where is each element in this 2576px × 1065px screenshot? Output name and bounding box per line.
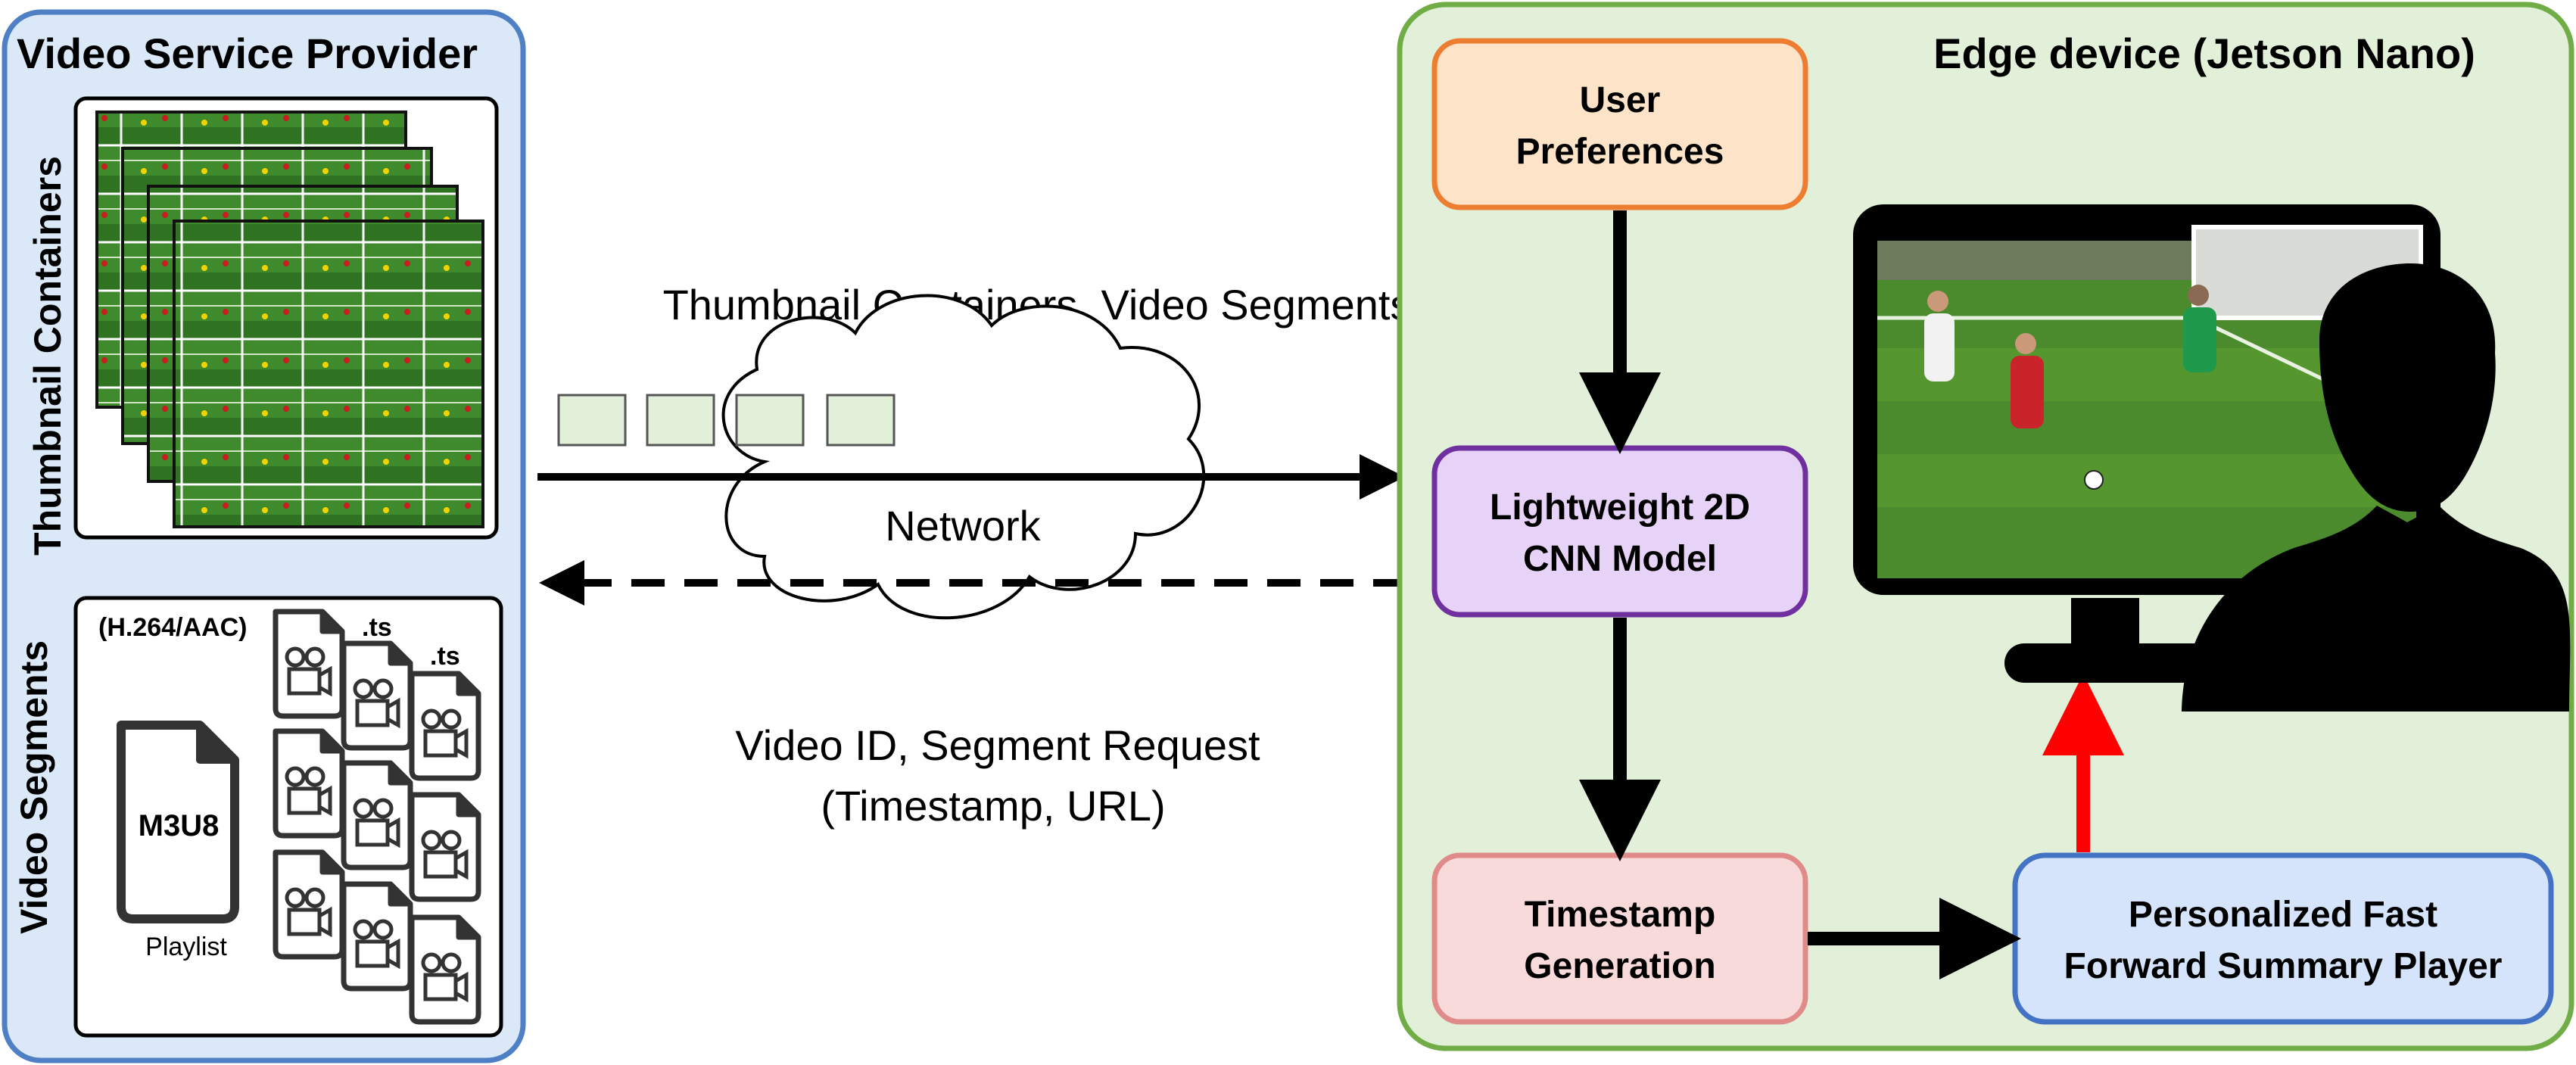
data-packets: [557, 394, 896, 447]
cnn-model-box: [1431, 445, 1808, 618]
request-label-line1: Video ID, Segment Request: [735, 721, 1260, 769]
thumbnail-sheet: [173, 220, 484, 528]
player-red-head: [2015, 333, 2036, 354]
thumbnail-containers-side-label: Thumbnail Containers: [26, 156, 69, 556]
video-file-icon: [412, 795, 478, 899]
goalkeeper-head: [2188, 285, 2209, 306]
cnn-model-label-line1: Lightweight 2D: [1490, 487, 1750, 528]
player-white-head: [1927, 291, 1948, 312]
playlist-caption: Playlist: [145, 933, 227, 961]
thumbnail-stack: [95, 111, 484, 528]
network-label: Network: [885, 502, 1041, 550]
request-label-line2: (Timestamp, URL): [821, 782, 1165, 830]
video-file-icon: [412, 917, 478, 1022]
video-file-icon: [276, 612, 342, 716]
user-preferences-label-line2: Preferences: [1516, 132, 1724, 172]
monitor-stand-neck: [2071, 598, 2139, 651]
video-file-icon: [344, 643, 410, 748]
timestamp-generation-box: [1431, 852, 1808, 1025]
video-file-icon: [412, 674, 478, 778]
soccer-frame-image: [1877, 225, 2423, 578]
viewer-body: [2182, 506, 2571, 712]
video-file-icon: [344, 884, 410, 989]
viewer-head: [2319, 263, 2496, 512]
m3u8-label: M3U8: [139, 809, 220, 842]
user-preferences-label-line1: User: [1580, 80, 1661, 120]
video-file-icon: [344, 763, 410, 867]
timestamp-generation-label-line2: Generation: [1524, 946, 1715, 986]
video-file-icon: [276, 852, 342, 957]
summary-player-label-line2: Forward Summary Player: [2064, 946, 2503, 986]
pitch-stripe: [1877, 454, 2416, 507]
video-segments-side-label: Video Segments: [13, 640, 55, 934]
video-service-provider-title: Video Service Provider: [17, 30, 478, 77]
player-red: [2011, 356, 2044, 428]
ball: [2084, 470, 2104, 490]
ts-label-1: .ts: [362, 613, 392, 642]
data-packet: [735, 394, 805, 447]
data-packet: [557, 394, 627, 447]
timestamp-generation-label-line1: Timestamp: [1525, 895, 1716, 935]
m3u8-playlist-icon: [117, 721, 239, 923]
video-file-icon: [276, 731, 342, 836]
ts-label-2: .ts: [430, 642, 460, 671]
goalkeeper: [2183, 307, 2216, 372]
cnn-model-label-line2: CNN Model: [1523, 539, 1717, 579]
data-packet: [646, 394, 715, 447]
viewer-silhouette-icon: [2182, 263, 2571, 712]
network-cloud: [721, 294, 1206, 620]
codec-label: (H.264/AAC): [98, 613, 247, 642]
summary-player-box: [2012, 852, 2554, 1025]
player-white: [1924, 313, 1955, 381]
summary-player-label-line1: Personalized Fast: [2129, 895, 2437, 935]
data-packet: [826, 394, 896, 447]
user-preferences-box: [1431, 38, 1808, 210]
edge-device-title: Edge device (Jetson Nano): [1933, 30, 2475, 77]
